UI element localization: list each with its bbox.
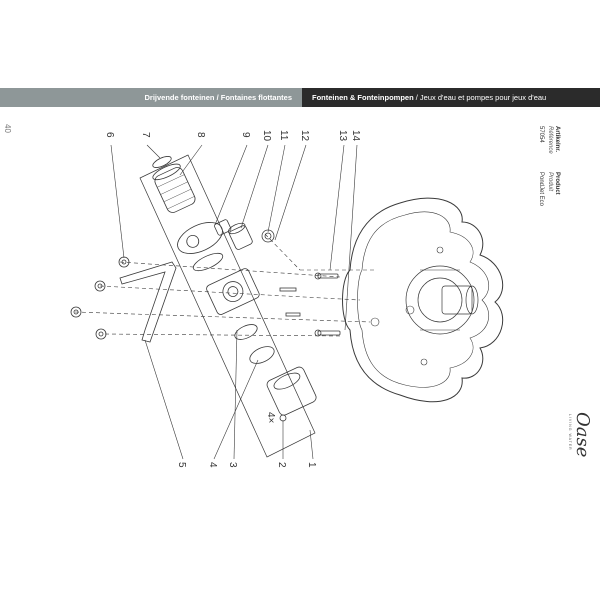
callout-14: 14: [350, 130, 361, 142]
callouts-top: 6 7 8 9 10 11 12 13 14: [104, 130, 361, 142]
callout-10: 10: [261, 130, 272, 142]
callout-1: 1: [306, 462, 317, 468]
callout-9: 9: [240, 132, 251, 138]
outlet-parts: [227, 222, 341, 337]
callout-6: 6: [104, 132, 115, 138]
header-band-right: Fonteinen & Fonteinpompen / Jeux d'eau e…: [302, 88, 600, 107]
header-right-text: Fonteinen & Fonteinpompen / Jeux d'eau e…: [312, 88, 546, 107]
callout-2: 2: [276, 462, 287, 468]
callout-8: 8: [195, 132, 206, 138]
callout-13: 13: [337, 130, 348, 142]
callout-3: 3: [227, 462, 238, 468]
callout-5: 5: [176, 462, 187, 468]
mounting-bracket: [70, 256, 177, 343]
header-right-bold: Fonteinen & Fonteinpompen: [312, 93, 414, 102]
callout-4: 4: [207, 462, 218, 468]
quantity-note: 4×: [265, 412, 276, 424]
pump-group-frame: [139, 154, 316, 458]
leader-lines: [110, 144, 358, 460]
float-body: [342, 197, 504, 403]
callout-12: 12: [299, 130, 310, 142]
callouts-bottom: 5 4 3 2 1 4×: [176, 412, 317, 468]
header-right-normal: / Jeux d'eau et pompes pour jeux d'eau: [413, 93, 547, 102]
header-left-text: Drijvende fonteinen / Fontaines flottant…: [144, 93, 292, 102]
pump-parts: [152, 156, 317, 422]
header-band-left: Drijvende fonteinen / Fontaines flottant…: [0, 88, 302, 107]
callout-11: 11: [278, 130, 289, 141]
alignment-lines: [74, 233, 375, 337]
callout-7: 7: [140, 132, 151, 138]
